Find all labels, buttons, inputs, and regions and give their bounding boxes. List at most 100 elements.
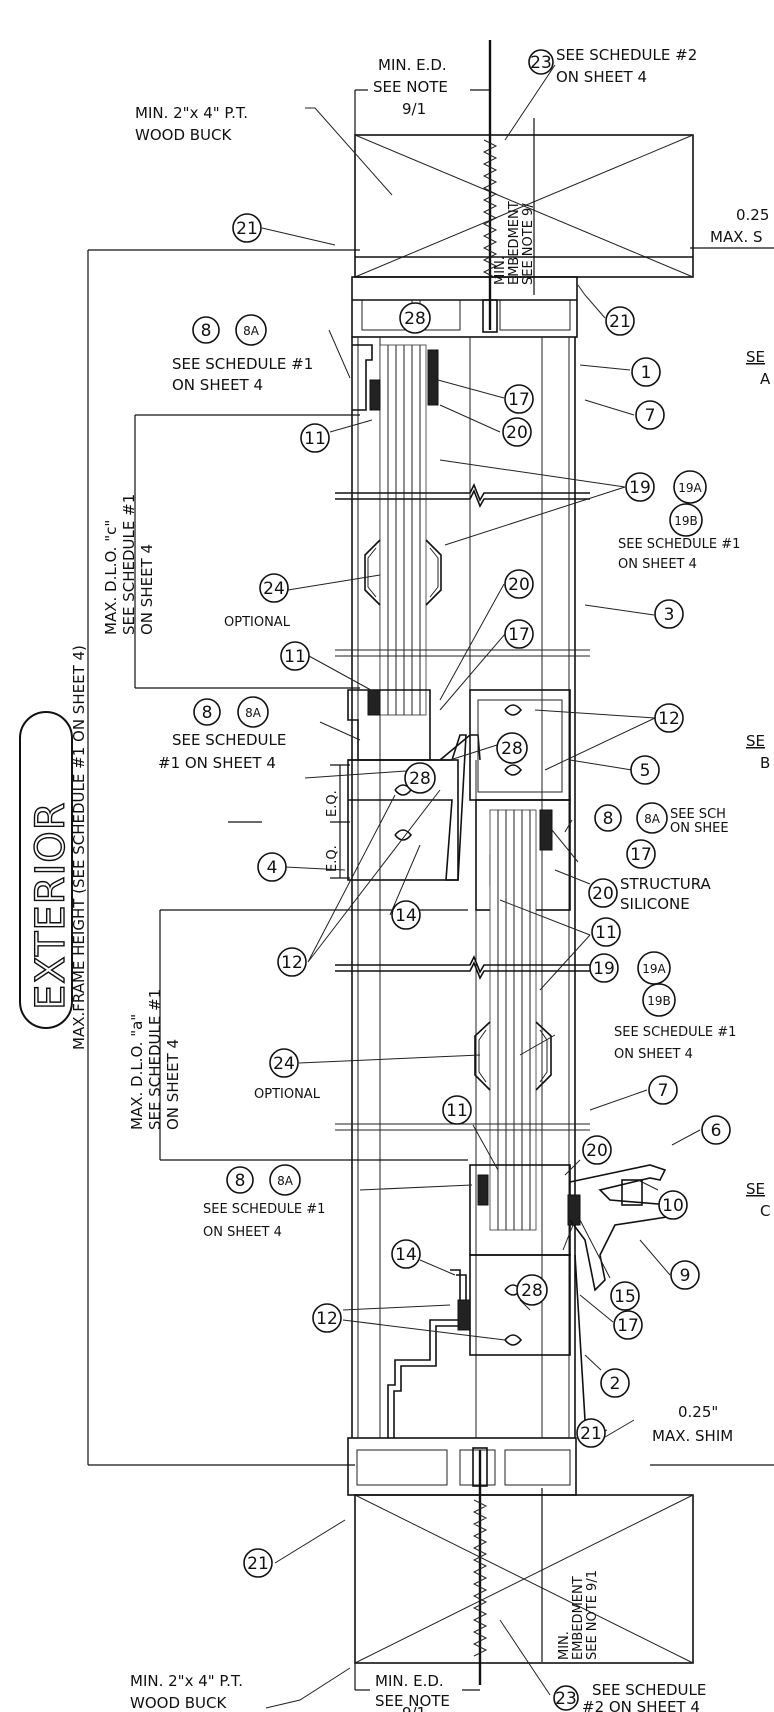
- section-label-3a: SE: [746, 1180, 765, 1198]
- callout-24-a: 24: [263, 579, 285, 599]
- embedment-top-line1: MIN.: [493, 256, 508, 285]
- callout-5: 5: [640, 761, 651, 781]
- structural-line1: STRUCTURA: [620, 875, 712, 893]
- dlo-c-line2: SEE SCHEDULE #1: [120, 494, 138, 635]
- callout-bubbles: 23 21 21 8 8A 28 1 17 7 11 20 19 19A 19B…: [192, 49, 731, 1711]
- callout-12-c: 12: [316, 1309, 338, 1329]
- dlo-a-line3: ON SHEET 4: [164, 1039, 182, 1130]
- callout-8A-c: 8A: [644, 812, 661, 826]
- section-label-1b: A: [760, 370, 771, 388]
- optional-lower: OPTIONAL: [254, 1087, 321, 1102]
- eq-1-text: E.Q.: [325, 790, 340, 817]
- callout-17-c: 17: [630, 845, 652, 865]
- min-ed-bottom-line1: MIN. E.D.: [375, 1672, 444, 1690]
- dlo-a-line2: SEE SCHEDULE #1: [146, 989, 164, 1130]
- callout-7-a: 7: [645, 406, 656, 426]
- callout-21-c: 21: [580, 1424, 602, 1444]
- callout-20-c: 20: [592, 884, 614, 904]
- shim-top-line1: 0.25: [736, 206, 769, 224]
- schedule1-b-line2: #1 ON SHEET 4: [158, 754, 276, 772]
- callout-3: 3: [664, 605, 675, 625]
- callout-8A-a: 8A: [243, 324, 260, 338]
- callout-19A-a: 19A: [678, 481, 702, 495]
- callout-28-c: 28: [409, 769, 431, 789]
- schedule1-d-line2: ON SHEET 4: [614, 1047, 693, 1062]
- dimension-lines: [87, 89, 774, 1691]
- callout-19A-b: 19A: [642, 962, 666, 976]
- section-label-2b: B: [760, 754, 770, 772]
- embedment-bottom-line1: MIN.: [557, 1631, 572, 1660]
- callout-19-a: 19: [629, 478, 651, 498]
- wood-buck-bottom-line2: WOOD BUCK: [130, 1694, 228, 1712]
- shim-bottom-line2: MAX. SHIM: [652, 1427, 733, 1445]
- text-labels: MIN. 2"x 4" P.T. WOOD BUCK MIN. E.D. SEE…: [19, 46, 771, 1712]
- section-label-1a: SE: [746, 348, 765, 366]
- lower-glass-unit: [474, 809, 552, 1231]
- schedule1-c-line2: ON SHEET 4: [618, 557, 697, 572]
- schedule1-c-line1: SEE SCHEDULE #1: [618, 537, 740, 552]
- optional-upper: OPTIONAL: [224, 615, 291, 630]
- shim-bottom-line1: 0.25": [678, 1403, 718, 1421]
- callout-8-b: 8: [202, 703, 213, 723]
- schedule-cut-line2: ON SHEE: [670, 821, 729, 836]
- schedule2-top-line1: SEE SCHEDULE #2: [556, 46, 697, 64]
- callout-8-c: 8: [603, 809, 614, 829]
- dlo-a-label: MAX. D.L.O. "a" SEE SCHEDULE #1 ON SHEET…: [128, 989, 182, 1130]
- callout-17-b: 17: [508, 625, 530, 645]
- callout-12-a: 12: [658, 709, 680, 729]
- callout-15: 15: [614, 1287, 636, 1307]
- embedment-top: MIN. EMBEDMENT SEE NOTE 9/: [493, 201, 536, 285]
- min-ed-top-line1: MIN. E.D.: [378, 56, 447, 74]
- callout-19-b: 19: [593, 959, 615, 979]
- structural-line2: SILICONE: [620, 895, 690, 913]
- min-ed-top-line3: 9/1: [402, 100, 426, 118]
- callout-24-b: 24: [273, 1054, 295, 1074]
- callout-11-c: 11: [595, 923, 617, 943]
- eq-label-2: E.Q.: [325, 845, 340, 872]
- callout-14-b: 14: [395, 1245, 417, 1265]
- schedule-cut-line1: SEE SCH: [670, 807, 726, 822]
- callout-8-d: 8: [235, 1171, 246, 1191]
- callout-20-d: 20: [586, 1141, 608, 1161]
- schedule1-e-line1: SEE SCHEDULE #1: [203, 1202, 325, 1217]
- callout-28-a: 28: [404, 309, 426, 329]
- callout-20-a: 20: [506, 423, 528, 443]
- callout-7-b: 7: [658, 1081, 669, 1101]
- anchor-screws: [472, 40, 498, 1685]
- schedule1-d-line1: SEE SCHEDULE #1: [614, 1025, 736, 1040]
- callout-12-b: 12: [281, 953, 303, 973]
- callout-19B-a: 19B: [674, 514, 698, 528]
- wood-buck-bottom-line1: MIN. 2"x 4" P.T.: [130, 1672, 243, 1690]
- min-ed-top-line2: SEE NOTE: [373, 78, 448, 96]
- eq-2-text: E.Q.: [325, 845, 340, 872]
- callout-11-a: 11: [304, 429, 326, 449]
- callout-21-a: 21: [236, 219, 258, 239]
- dlo-c-label: MAX. D.L.O. "c" SEE SCHEDULE #1 ON SHEET…: [102, 494, 156, 635]
- callout-11-d: 11: [446, 1101, 468, 1121]
- exterior-label: EXTERIOR: [19, 711, 75, 1029]
- schedule2-bottom-line2: #2 ON SHEET 4: [582, 1698, 700, 1712]
- head-frame: [351, 276, 578, 338]
- embedment-bottom: MIN. EMBEDMENT SEE NOTE 9/1: [557, 1570, 600, 1660]
- callout-8-a: 8: [201, 321, 212, 341]
- callout-19B-b: 19B: [647, 994, 671, 1008]
- callout-21-d: 21: [247, 1554, 269, 1574]
- dlo-c-line3: ON SHEET 4: [138, 544, 156, 635]
- callout-9: 9: [680, 1266, 691, 1286]
- callout-23-top: 23: [530, 53, 552, 73]
- callout-20-b: 20: [508, 575, 530, 595]
- callout-17-d: 17: [617, 1316, 639, 1336]
- eq-label-1: E.Q.: [325, 790, 340, 817]
- embedment-top-line2: EMBEDMENT: [507, 201, 522, 285]
- shim-top-line2: MAX. S: [710, 228, 763, 246]
- section-label-2a: SE: [746, 732, 765, 750]
- callout-2: 2: [610, 1374, 621, 1394]
- callout-4: 4: [267, 858, 278, 878]
- callout-17-a: 17: [508, 390, 530, 410]
- callout-8A-b: 8A: [245, 706, 262, 720]
- schedule2-top-line2: ON SHEET 4: [556, 68, 647, 86]
- callout-28-b: 28: [501, 739, 523, 759]
- section-label-3b: C: [760, 1202, 770, 1220]
- callout-1: 1: [641, 363, 652, 383]
